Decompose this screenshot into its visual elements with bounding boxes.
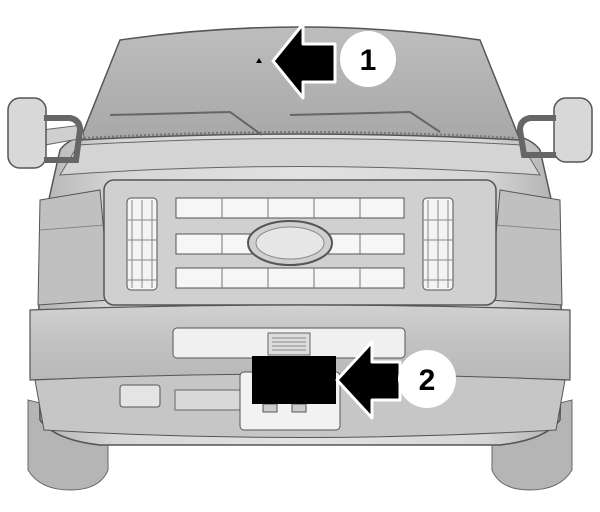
left-mirror (7, 97, 85, 169)
right-mirror (516, 97, 593, 163)
vin-marker-icon (256, 58, 262, 63)
callout-1: 1 (271, 22, 396, 100)
redaction-box (252, 356, 336, 404)
callout-2-number: 2 (419, 364, 436, 397)
callout-1-number: 1 (360, 44, 377, 77)
callout-2: 2 (335, 340, 456, 420)
arrow-left-icon (271, 22, 337, 100)
hood (59, 138, 541, 176)
grille (175, 197, 405, 289)
wipers (109, 110, 441, 136)
